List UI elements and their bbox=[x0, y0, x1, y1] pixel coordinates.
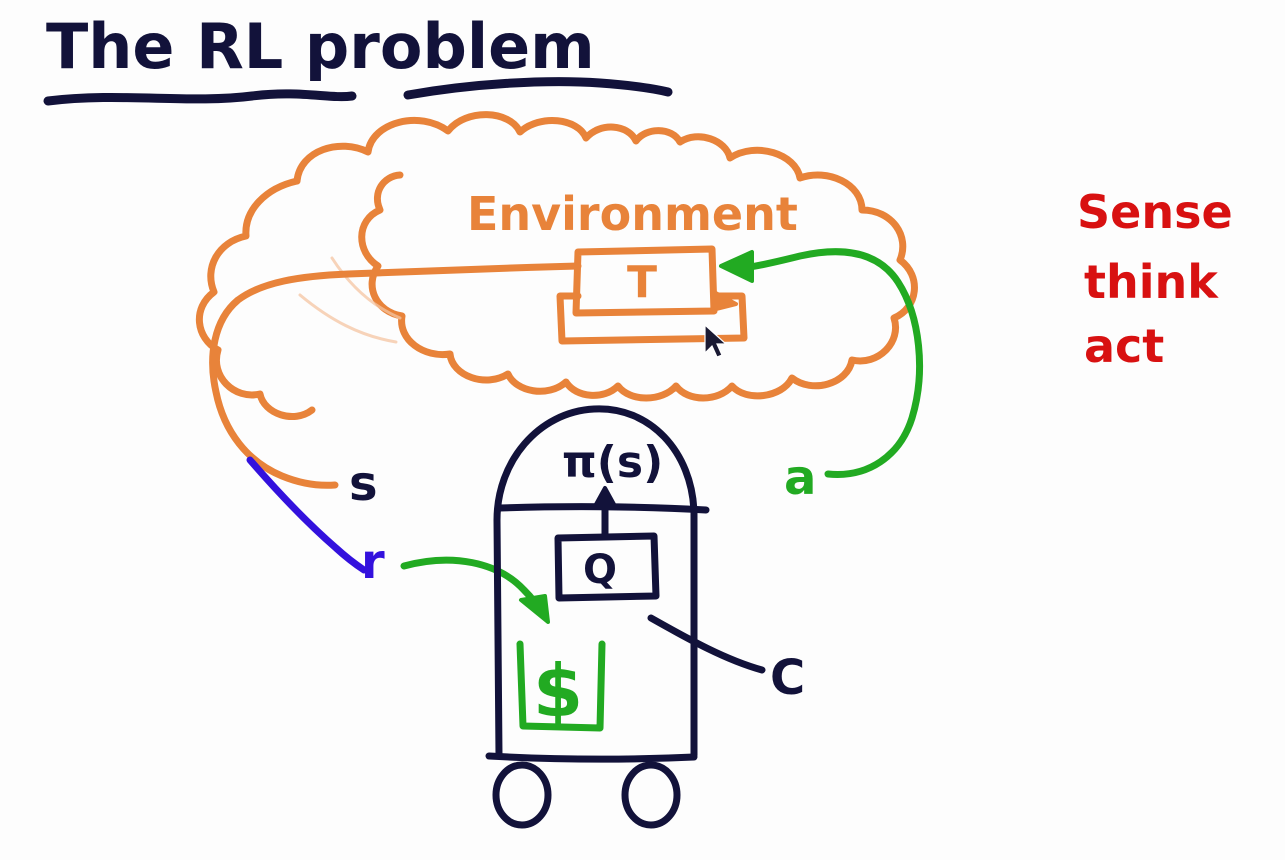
arm-label: C bbox=[770, 650, 805, 706]
motto-line-sense: Sense bbox=[1077, 185, 1233, 239]
environment-self-loop bbox=[556, 292, 748, 345]
reward-signal-group: r bbox=[246, 456, 385, 590]
agent-robot-group: π(s) Q $ C bbox=[485, 405, 805, 829]
reward-arrowhead bbox=[519, 594, 550, 624]
money-label: $ bbox=[533, 649, 583, 733]
motto-line-act: act bbox=[1084, 319, 1164, 373]
state-line-orange bbox=[209, 262, 582, 489]
motto-line-think: think bbox=[1084, 255, 1219, 309]
robot-wheel-right bbox=[621, 761, 681, 829]
robot-arm bbox=[647, 614, 766, 674]
cloud-inner-shade-b bbox=[330, 256, 402, 320]
environment-cloud-outline bbox=[293, 111, 918, 402]
page-title: The RL problem bbox=[46, 10, 595, 83]
action-arrowhead bbox=[719, 250, 754, 283]
page-title-group: The RL problem bbox=[43, 10, 673, 106]
transition-box-label: T bbox=[627, 257, 657, 308]
robot-wheel-left bbox=[492, 761, 552, 829]
q-box-outline bbox=[554, 532, 660, 602]
environment-self-loop-group bbox=[556, 289, 748, 345]
mouse-pointer-icon bbox=[704, 323, 728, 358]
environment-cloud-group: Environment bbox=[196, 111, 918, 421]
policy-label: π(s) bbox=[562, 437, 663, 488]
action-arc-green bbox=[740, 248, 924, 478]
action-label: a bbox=[784, 450, 816, 506]
money-bucket-outline bbox=[516, 640, 606, 732]
reward-line-blue bbox=[246, 456, 368, 574]
action-signal-group: a bbox=[719, 248, 924, 506]
transition-box-group: T bbox=[572, 245, 718, 317]
reward-arrow-green bbox=[400, 556, 546, 617]
robot-body-outline bbox=[493, 405, 698, 759]
reward-arrow-group bbox=[400, 556, 550, 624]
mouse-pointer-shape bbox=[704, 323, 728, 358]
cloud-inner-shade-a bbox=[298, 293, 398, 344]
title-underline-right bbox=[403, 77, 673, 100]
motto-group: Sense think act bbox=[1077, 185, 1233, 373]
title-underline-left bbox=[43, 89, 357, 106]
cloud-left-lobe bbox=[196, 177, 316, 421]
q-to-policy-arrowhead bbox=[592, 486, 618, 510]
robot-base-line bbox=[485, 752, 698, 763]
q-box-label: Q bbox=[583, 547, 617, 593]
self-loop-arrowhead bbox=[710, 289, 738, 311]
state-signal-group: s bbox=[209, 262, 582, 512]
reward-label: r bbox=[361, 534, 385, 590]
state-label: s bbox=[349, 456, 378, 512]
environment-label: Environment bbox=[467, 187, 798, 241]
